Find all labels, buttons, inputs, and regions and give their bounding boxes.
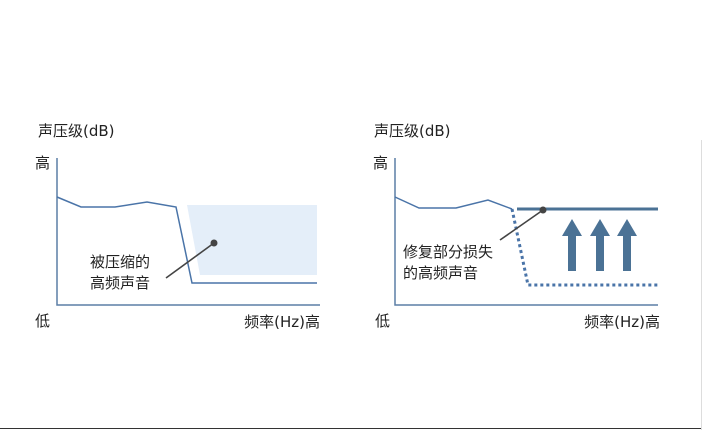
up-arrow-icon — [590, 219, 610, 271]
left-callout-dot — [210, 239, 218, 247]
right-callout-line1: 修复部分损失 — [403, 243, 493, 261]
right-x-axis-label: 频率(Hz)高 — [584, 313, 660, 331]
left-panel: 声压级(dB) 高 低 频率(Hz)高 被压缩的 高频声音 — [35, 122, 320, 331]
right-callout-pointer — [499, 209, 544, 241]
right-panel: 声压级(dB) 高 低 频率(Hz)高 修复部分损失 的高频声音 — [373, 122, 660, 331]
right-callout-line2: 的高频声音 — [403, 264, 478, 282]
left-callout-line1: 被压缩的 — [90, 253, 150, 271]
left-x-axis-label: 频率(Hz)高 — [244, 313, 320, 331]
left-y-axis-title: 声压级(dB) — [38, 122, 115, 140]
right-y-low-label: 低 — [375, 312, 390, 330]
right-callout-dot — [539, 206, 547, 214]
left-response-curve — [56, 196, 317, 284]
lost-high-frequency-curve — [510, 208, 658, 287]
up-arrow-icon — [617, 219, 637, 271]
right-y-axis-title: 声压级(dB) — [374, 122, 451, 140]
restore-arrows — [562, 219, 637, 271]
right-response-curve — [394, 196, 513, 210]
left-callout-line2: 高频声音 — [90, 274, 150, 292]
right-y-high-label: 高 — [373, 154, 388, 172]
compressed-region — [187, 205, 317, 275]
left-axes — [56, 158, 320, 306]
up-arrow-icon — [562, 219, 582, 271]
left-callout-pointer — [165, 242, 215, 279]
right-axes — [394, 158, 658, 306]
left-y-high-label: 高 — [35, 154, 50, 172]
left-y-low-label: 低 — [35, 312, 50, 330]
